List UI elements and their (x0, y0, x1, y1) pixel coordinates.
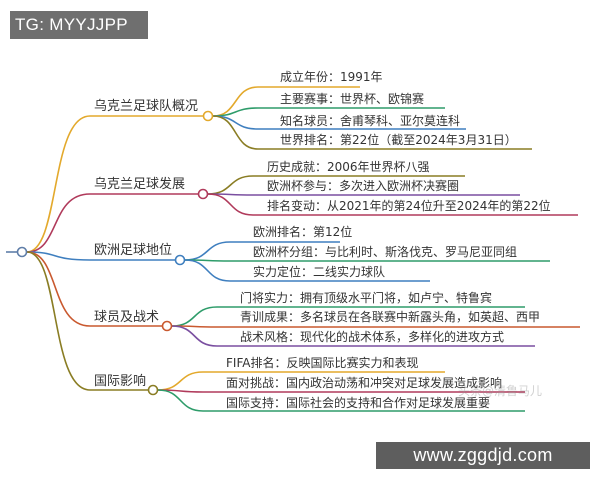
branch-label-development: 乌克兰足球发展 (94, 177, 186, 192)
leaf-overview-2: 主要赛事：世界杯、欧锦赛 (280, 92, 425, 106)
leaf-players-1: 门将实力：拥有顶级水平门将，如卢宁、特鲁宾 (240, 291, 493, 305)
leaf-influence-2: 面对挑战：国内政治动荡和冲突对足球发展造成影响 (226, 376, 503, 390)
branch-label-overview: 乌克兰足球队概况 (94, 99, 199, 114)
watermark-tag: TG: MYYJJPP (10, 11, 148, 39)
leaf-influence-3: 国际支持：国际社会的支持和合作对足球发展重要 (226, 396, 491, 410)
leaf-connector-europe-2 (184, 259, 550, 262)
leaf-development-2: 欧洲杯参与：多次进入欧洲杯决赛圈 (267, 179, 460, 193)
connector-players (26, 251, 164, 327)
connector-overview (26, 115, 205, 253)
leaf-players-2: 青训成果：多名球员在各联赛中新露头角，如英超、西甲 (240, 310, 541, 324)
branch-label-players: 球员及战术 (94, 310, 160, 325)
leaf-connector-europe-3 (184, 259, 430, 282)
node-development (197, 188, 209, 200)
leaf-connector-players-2 (171, 325, 580, 328)
leaf-europe-2: 欧洲杯分组：与比利时、斯洛伐克、罗马尼亚同组 (253, 245, 518, 259)
leaf-europe-1: 欧洲排名：第12位 (253, 225, 353, 239)
connector-influence (26, 251, 150, 391)
branch-label-influence: 国际影响 (94, 374, 147, 389)
faint-watermark: 头条@清鲁马儿 (458, 384, 543, 398)
watermark-site: www.zggdjd.com (376, 442, 590, 469)
leaf-overview-1: 成立年份：1991年 (280, 70, 383, 84)
leaf-connector-overview-4 (212, 115, 532, 150)
node-influence (147, 384, 159, 396)
node-players (161, 320, 173, 332)
leaf-development-1: 历史成就：2006年世界杯八强 (267, 160, 430, 174)
connector-development (26, 193, 200, 253)
root-node (16, 246, 28, 258)
leaf-development-3: 排名变动：从2021年的第24位升至2024年的第22位 (267, 199, 551, 213)
leaf-connector-influence-3 (157, 389, 525, 412)
branch-label-europe: 欧洲足球地位 (94, 243, 173, 258)
leaf-influence-1: FIFA排名：反映国际比赛实力和表现 (226, 356, 419, 370)
leaf-players-3: 战术风格：现代化的战术体系，多样化的进攻方式 (240, 330, 505, 344)
leaf-connector-development-3 (207, 193, 578, 216)
leaf-connector-development-2 (207, 193, 520, 196)
leaf-europe-3: 实力定位：二线实力球队 (253, 265, 386, 279)
connector-europe (26, 251, 177, 261)
node-overview (202, 110, 214, 122)
leaf-connector-players-3 (171, 325, 535, 347)
node-europe (174, 254, 186, 266)
leaf-overview-3: 知名球员：舍甫琴科、亚尔莫连科 (280, 114, 461, 128)
leaf-overview-4: 世界排名：第22位（截至2024年3月31日） (280, 133, 517, 147)
